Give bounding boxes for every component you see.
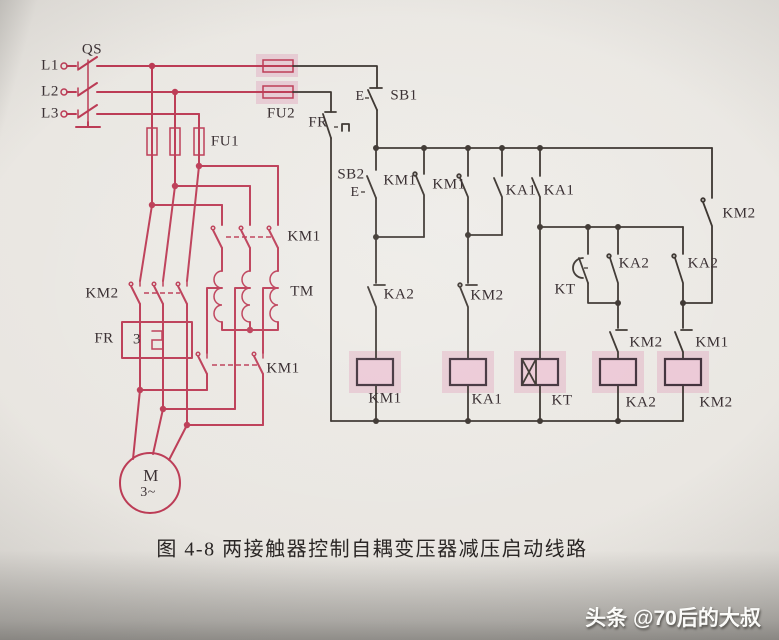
ka1-no1-label: KA1 bbox=[505, 182, 537, 199]
ka2-no2-label: KA2 bbox=[687, 255, 719, 272]
phase-l2-label: L2 bbox=[41, 83, 59, 100]
fr-aux-contact-label: FR bbox=[308, 114, 328, 131]
fuse-fu2-label: FU2 bbox=[266, 105, 296, 122]
km1-aux2-label: KM1 bbox=[432, 176, 466, 193]
km2-coil-symbol bbox=[663, 357, 703, 387]
motor-circle bbox=[119, 452, 181, 514]
ka2-coil-label: KA2 bbox=[625, 394, 657, 411]
km2-nc2-label: KM2 bbox=[629, 334, 663, 351]
autotransformer-tm-label: TM bbox=[290, 283, 314, 300]
start-button-sb2-label: SB2 bbox=[337, 166, 365, 183]
km2-main-contacts-label: KM2 bbox=[85, 285, 119, 302]
km1-coil-symbol bbox=[355, 357, 395, 387]
ka1-coil-label: KA1 bbox=[471, 391, 503, 408]
watermark: 头条 @70后的大叔 bbox=[585, 607, 761, 630]
sb2-actuator-label: E bbox=[350, 185, 360, 200]
km1-aux1-label: KM1 bbox=[383, 172, 417, 189]
km2-nc1-label: KM2 bbox=[470, 287, 504, 304]
kt-coil-label: KT bbox=[551, 392, 573, 409]
thermal-relay-fr-label: FR bbox=[94, 330, 114, 347]
phase-l1-label: L1 bbox=[41, 57, 59, 74]
ka2-no1-label: KA2 bbox=[618, 255, 650, 272]
figure-caption: 图 4-8 两接触器控制自耦变压器减压启动线路 bbox=[156, 538, 588, 561]
fuse-fu1-label: FU1 bbox=[210, 133, 240, 150]
kt-coil-symbol bbox=[520, 357, 560, 387]
km1-nc2-label: KM1 bbox=[695, 334, 729, 351]
control-circuit bbox=[292, 65, 713, 424]
qs-switch-label: QS bbox=[81, 41, 103, 58]
sb1-actuator-label: E bbox=[355, 89, 365, 104]
phase-l3-label: L3 bbox=[41, 105, 59, 122]
ka2-nc1-label: KA2 bbox=[383, 286, 415, 303]
kt-timed-contact-label: KT bbox=[554, 281, 576, 298]
km1-main-contacts-label: KM1 bbox=[287, 228, 321, 245]
fr-element-count-label: 3 bbox=[133, 331, 141, 348]
stop-button-sb1-label: SB1 bbox=[390, 87, 418, 104]
motor-3ph-label: 3~ bbox=[140, 485, 156, 500]
ka1-coil-symbol bbox=[448, 357, 488, 387]
ka2-coil-symbol bbox=[598, 357, 638, 387]
km1-coil-label: KM1 bbox=[368, 390, 402, 407]
km1-tap-contacts-label: KM1 bbox=[266, 360, 300, 377]
km2-coil-label: KM2 bbox=[699, 394, 733, 411]
ka1-no2-label: KA1 bbox=[543, 182, 575, 199]
km2-aux-label: KM2 bbox=[722, 205, 756, 222]
motor-m-label: M bbox=[143, 466, 159, 485]
